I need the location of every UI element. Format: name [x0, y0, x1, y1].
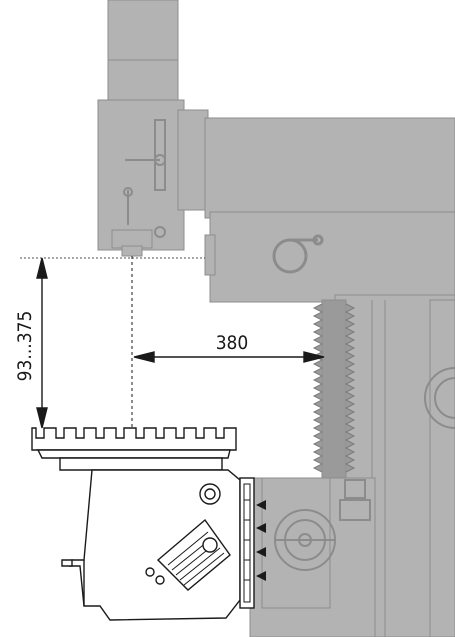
horizontal-dimension-label: 380: [216, 332, 249, 354]
vertical-dimension-label: 93...375: [14, 311, 36, 382]
horizontal-dimension: [133, 351, 325, 363]
column-handwheel-icon: [272, 234, 324, 274]
clamp-markers: [256, 500, 266, 581]
lower-handwheel-icon: [274, 479, 371, 571]
machine-column: [97, 0, 455, 637]
right-handwheel-icon: [424, 367, 455, 429]
spindle-nose: [111, 229, 153, 257]
vertical-dimension: [36, 257, 48, 429]
vertical-rack: [312, 299, 356, 479]
angle-table: [31, 427, 255, 621]
spindle-lever-icon: [123, 119, 166, 238]
